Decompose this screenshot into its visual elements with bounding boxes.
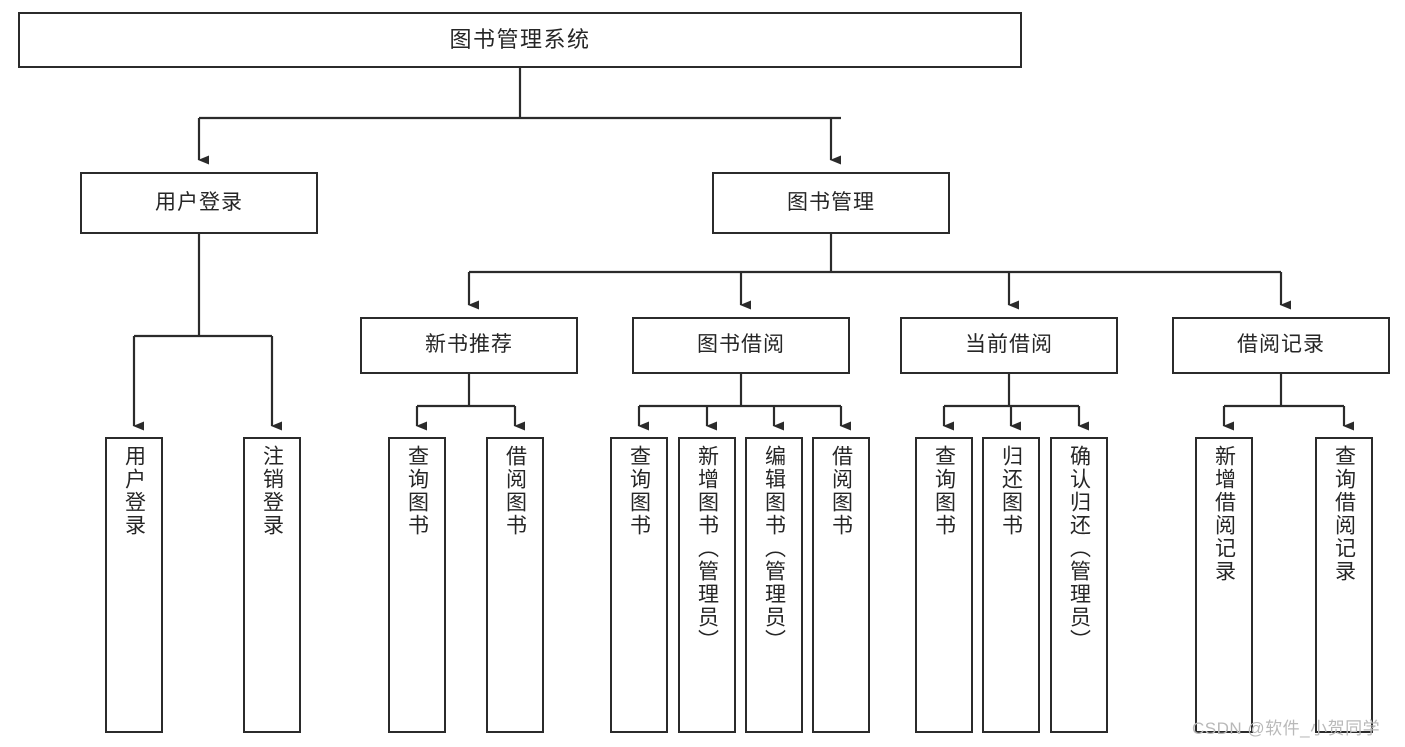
leaf-node-label: 查询图书: [405, 445, 429, 537]
leaf-node[interactable]: 新增图书（管理员）: [678, 437, 736, 733]
node-borrow-record[interactable]: 借阅记录: [1172, 317, 1390, 374]
leaf-node-label: 借阅图书: [503, 445, 527, 537]
node-user-login[interactable]: 用户登录: [80, 172, 318, 234]
node-root-label: 图书管理系统: [449, 27, 591, 53]
leaf-node[interactable]: 用户登录: [105, 437, 163, 733]
leaf-node-label: 新增图书（管理员）: [695, 445, 719, 652]
leaf-node[interactable]: 借阅图书: [812, 437, 870, 733]
node-current-borrow-label: 当前借阅: [965, 333, 1053, 357]
node-user-login-label: 用户登录: [155, 190, 243, 214]
leaf-node-label: 查询借阅记录: [1332, 445, 1356, 583]
node-borrow-record-label: 借阅记录: [1237, 333, 1325, 357]
leaf-node-label: 编辑图书（管理员）: [762, 445, 786, 652]
csdn-watermark: CSDN @软件_小贺同学: [1192, 719, 1381, 738]
leaf-node-label: 用户登录: [122, 445, 146, 537]
leaf-node[interactable]: 注销登录: [243, 437, 301, 733]
leaf-node[interactable]: 归还图书: [982, 437, 1040, 733]
leaf-node[interactable]: 查询图书: [915, 437, 973, 733]
leaf-node[interactable]: 查询图书: [610, 437, 668, 733]
node-book-borrow-label: 图书借阅: [697, 333, 785, 357]
leaf-node[interactable]: 查询图书: [388, 437, 446, 733]
node-book-manage-label: 图书管理: [787, 190, 875, 214]
leaf-node[interactable]: 编辑图书（管理员）: [745, 437, 803, 733]
leaf-node-label: 新增借阅记录: [1212, 445, 1236, 583]
node-current-borrow[interactable]: 当前借阅: [900, 317, 1118, 374]
node-book-borrow[interactable]: 图书借阅: [632, 317, 850, 374]
node-root[interactable]: 图书管理系统: [18, 12, 1022, 68]
leaf-node-label: 查询图书: [932, 445, 956, 537]
leaf-node[interactable]: 查询借阅记录: [1315, 437, 1373, 733]
leaf-node[interactable]: 新增借阅记录: [1195, 437, 1253, 733]
leaf-node-label: 借阅图书: [829, 445, 853, 537]
node-book-manage[interactable]: 图书管理: [712, 172, 950, 234]
node-new-book-recommend[interactable]: 新书推荐: [360, 317, 578, 374]
leaf-node-label: 归还图书: [999, 445, 1023, 537]
leaf-node[interactable]: 确认归还（管理员）: [1050, 437, 1108, 733]
node-new-book-recommend-label: 新书推荐: [425, 333, 513, 357]
leaf-node-label: 查询图书: [627, 445, 651, 537]
leaf-node-label: 注销登录: [260, 445, 284, 537]
leaf-node[interactable]: 借阅图书: [486, 437, 544, 733]
leaf-node-label: 确认归还（管理员）: [1067, 445, 1091, 652]
